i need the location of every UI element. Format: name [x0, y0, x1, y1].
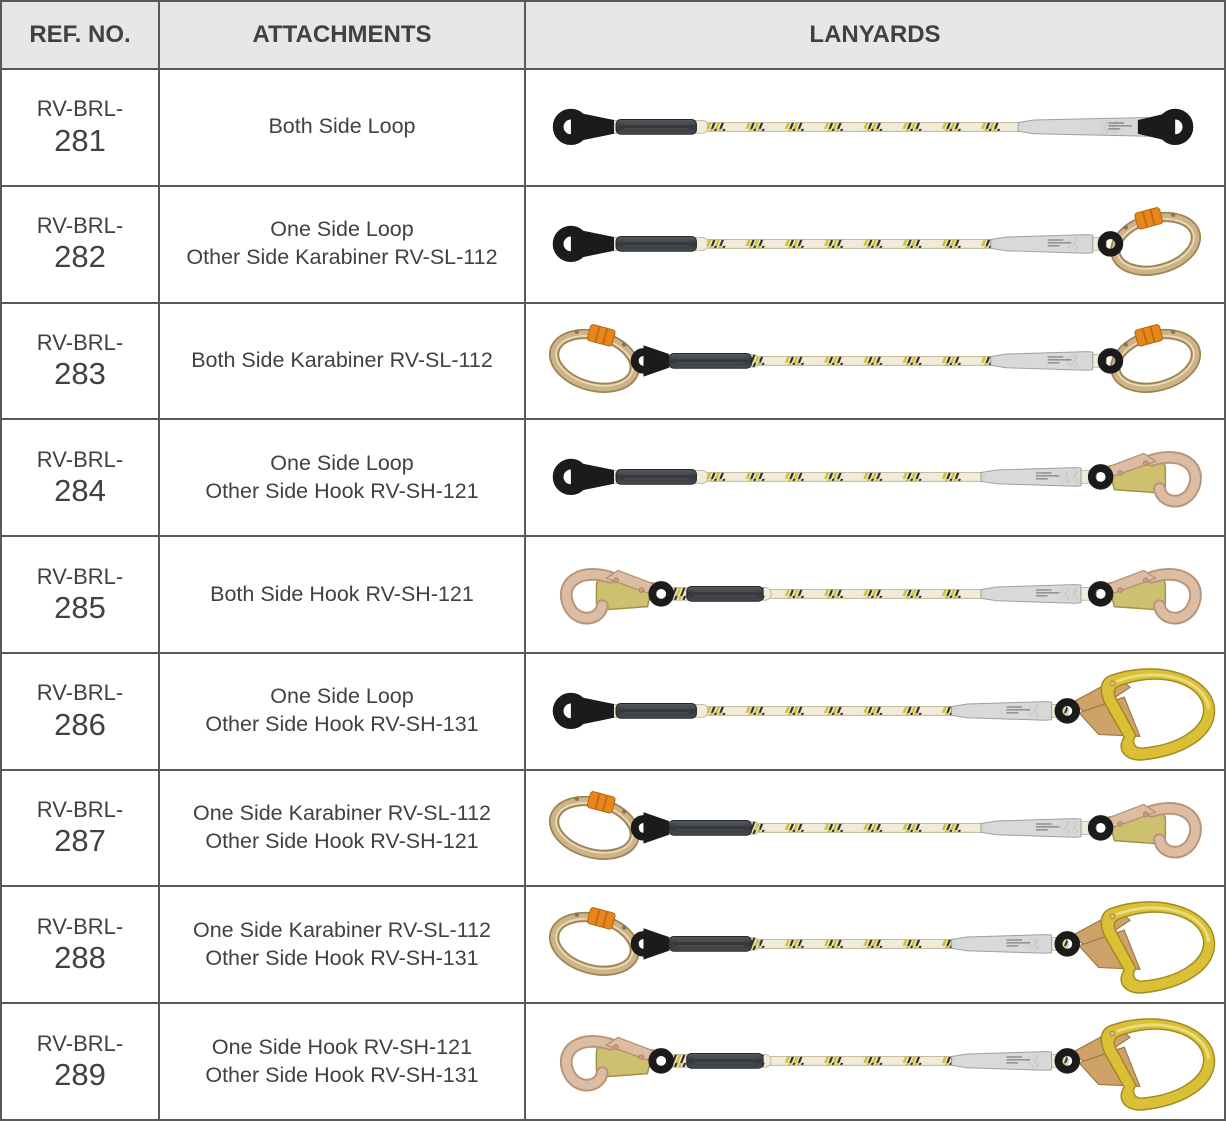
ref-prefix: RV-BRL- [36, 329, 124, 355]
ref-prefix: RV-BRL- [36, 1030, 124, 1056]
attachment-text: Both Side Loop [268, 113, 415, 141]
ref-no-cell: RV-BRL- 289 [2, 1004, 158, 1119]
ref-prefix: RV-BRL- [36, 563, 124, 589]
column-header-ref-no: REF. NO. [2, 2, 158, 68]
lanyard-svg [552, 451, 1202, 508]
ref-no-cell: RV-BRL- 281 [2, 70, 158, 185]
attachment-line: One Side Hook RV-SH-121 [211, 1034, 473, 1059]
attachment-line: Other Side Hook RV-SH-131 [205, 712, 479, 737]
attachment-line: One Side Loop [270, 450, 414, 475]
attachment-line: Other Side Hook RV-SH-131 [205, 1062, 479, 1087]
lanyard-cell [526, 70, 1224, 185]
lanyard-cell [526, 887, 1224, 1003]
ref-no-cell: RV-BRL- 288 [2, 887, 158, 1003]
attachment-line: Other Side Hook RV-SH-121 [205, 829, 479, 854]
attachment-line: Both Side Hook RV-SH-121 [210, 581, 474, 606]
attachment-line: One Side Loop [270, 684, 414, 709]
lanyard-cell [526, 653, 1224, 769]
ref-no-cell: RV-BRL- 284 [2, 420, 158, 536]
lanyard-cell [526, 770, 1224, 886]
ref-prefix: RV-BRL- [36, 213, 124, 239]
lanyard-svg [552, 206, 1202, 276]
lanyard-svg [548, 790, 1202, 860]
ref-prefix: RV-BRL- [36, 797, 124, 823]
attachment-line: One Side Loop [270, 217, 414, 242]
ref-number: 281 [54, 122, 106, 158]
ref-number: 283 [54, 356, 106, 392]
lanyard-svg [552, 668, 1216, 761]
ref-no-cell: RV-BRL- 287 [2, 770, 158, 886]
lanyard-cell [526, 1004, 1224, 1119]
ref-no-cell: RV-BRL- 282 [2, 186, 158, 302]
ref-number: 285 [54, 589, 106, 625]
ref-prefix: RV-BRL- [36, 446, 124, 472]
ref-no-cell: RV-BRL- 283 [2, 303, 158, 419]
attachment-line: Both Side Loop [268, 114, 416, 139]
ref-prefix: RV-BRL- [36, 913, 124, 939]
ref-prefix: RV-BRL- [36, 96, 124, 122]
attachment-text: Both Side Karabiner RV-SL-112 [191, 347, 493, 375]
attachments-cell: Both Side Loop [160, 70, 524, 185]
lanyard-cell [526, 186, 1224, 302]
lanyard-svg [559, 1018, 1216, 1111]
column-header-attachments: ATTACHMENTS [160, 2, 524, 68]
attachment-line: Other Side Hook RV-SH-131 [205, 945, 479, 970]
attachment-line: One Side Karabiner RV-SL-112 [193, 917, 491, 942]
attachment-line: Other Side Karabiner RV-SL-112 [186, 245, 498, 270]
lanyard-svg [559, 568, 1202, 625]
column-header-lanyards: LANYARDS [526, 2, 1224, 68]
lanyard-cell [526, 537, 1224, 652]
attachment-line: One Side Karabiner RV-SL-112 [193, 801, 491, 826]
ref-number: 282 [54, 239, 106, 275]
attachment-line: Both Side Karabiner RV-SL-112 [191, 347, 493, 372]
ref-no-cell: RV-BRL- 286 [2, 653, 158, 769]
attachments-cell: Both Side Hook RV-SH-121 [160, 537, 524, 652]
attachment-text: Both Side Hook RV-SH-121 [210, 581, 474, 609]
lanyard-svg [548, 323, 1202, 393]
ref-number: 284 [54, 473, 106, 509]
attachment-line: Other Side Hook RV-SH-121 [205, 478, 479, 503]
attachments-cell: Both Side Karabiner RV-SL-112 [160, 303, 524, 419]
ref-number: 288 [54, 940, 106, 976]
lanyard-cell [526, 303, 1224, 419]
lanyard-svg [552, 108, 1194, 146]
ref-number: 286 [54, 706, 106, 742]
lanyard-svg [548, 901, 1216, 995]
ref-number: 289 [54, 1056, 106, 1092]
ref-no-cell: RV-BRL- 285 [2, 537, 158, 652]
lanyard-cell [526, 420, 1224, 536]
ref-number: 287 [54, 823, 106, 859]
ref-prefix: RV-BRL- [36, 680, 124, 706]
